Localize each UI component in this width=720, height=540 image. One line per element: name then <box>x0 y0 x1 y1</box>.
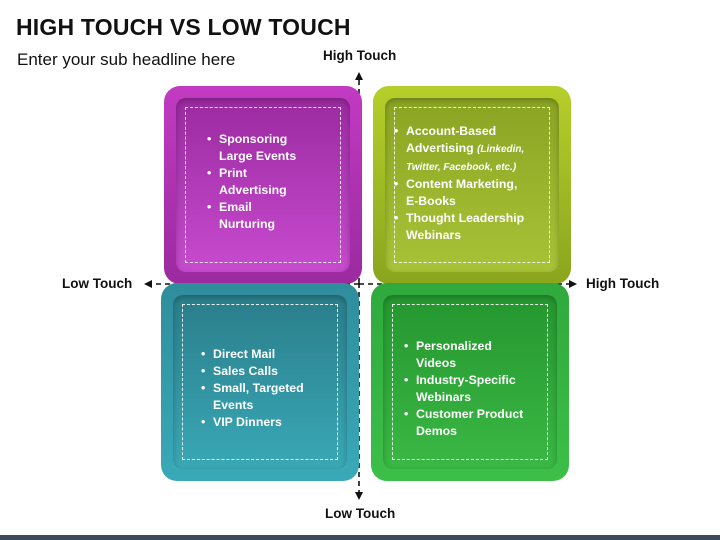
footer-bar <box>0 535 720 540</box>
list-item: Sales Calls <box>201 363 341 380</box>
list-item: Industry-Specific Webinars <box>404 372 554 406</box>
page-subtitle: Enter your sub headline here <box>17 50 236 69</box>
page-title: HIGH TOUCH VS LOW TOUCH <box>16 14 351 40</box>
quadrant-list: Personalized Videos Industry-Specific We… <box>404 338 554 440</box>
quadrant-list: Sponsoring Large Events Print Advertisin… <box>207 131 347 233</box>
list-item: Print Advertising <box>207 165 347 199</box>
axis-label-right: High Touch <box>586 276 660 291</box>
list-item: Personalized Videos <box>404 338 554 372</box>
list-item: Email Nurturing <box>207 199 347 233</box>
list-item: VIP Dinners <box>201 414 341 431</box>
list-item: Thought Leadership Webinars <box>394 210 554 244</box>
list-item: Direct Mail <box>201 346 341 363</box>
list-item: Customer Product Demos <box>404 406 554 440</box>
list-item: Small, Targeted Events <box>201 380 341 414</box>
quadrant-high-low: Personalized Videos Industry-Specific We… <box>371 283 569 481</box>
quadrant-low-low: Direct Mail Sales Calls Small, Targeted … <box>161 283 359 481</box>
axis-label-left: Low Touch <box>62 276 133 291</box>
quadrant-low-high: Sponsoring Large Events Print Advertisin… <box>164 86 362 284</box>
quadrant-high-high: Account-Based Advertising (Linkedin, Twi… <box>373 86 571 284</box>
axis-label-bottom: Low Touch <box>325 506 396 521</box>
list-item: Account-Based Advertising (Linkedin, Twi… <box>394 123 554 176</box>
quadrant-list: Account-Based Advertising (Linkedin, Twi… <box>394 123 554 244</box>
list-item: Sponsoring Large Events <box>207 131 347 165</box>
quadrant-list: Direct Mail Sales Calls Small, Targeted … <box>201 346 341 431</box>
axis-label-top: High Touch <box>323 48 397 63</box>
list-item: Content Marketing, E-Books <box>394 176 554 210</box>
